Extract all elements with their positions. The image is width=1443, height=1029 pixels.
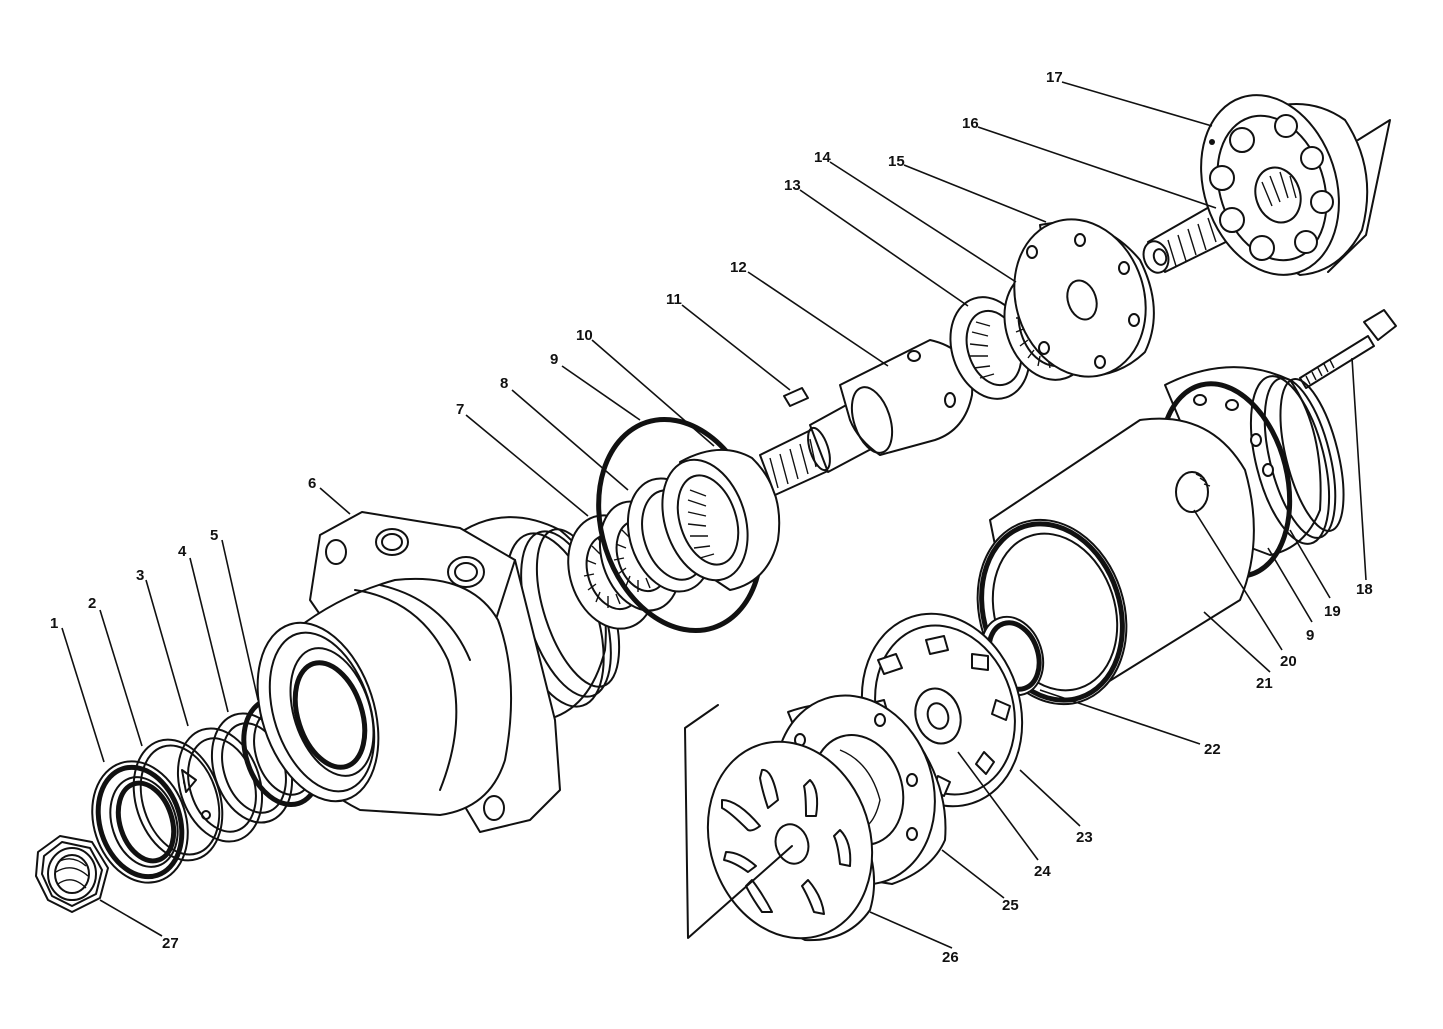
callout-15: 15 — [888, 153, 905, 170]
callout-18: 18 — [1356, 581, 1373, 598]
callout-11: 11 — [666, 291, 682, 308]
part-output-shaft — [759, 339, 974, 496]
callout-25: 25 — [1002, 897, 1019, 914]
callout-5: 5 — [210, 527, 218, 544]
callout-numbers: 1 2 3 4 5 6 7 8 9 10 11 12 13 14 15 16 1… — [50, 69, 1373, 966]
callout-16: 16 — [962, 115, 979, 132]
callout-23: 23 — [1076, 829, 1093, 846]
callout-3: 3 — [136, 567, 144, 584]
callout-17: 17 — [1046, 69, 1063, 86]
callout-6: 6 — [308, 475, 316, 492]
callout-19: 19 — [1324, 603, 1341, 620]
callout-9b: 9 — [1306, 627, 1314, 644]
callout-22: 22 — [1204, 741, 1221, 758]
callout-13: 13 — [784, 177, 801, 194]
callout-8: 8 — [500, 375, 508, 392]
callout-9: 9 — [550, 351, 558, 368]
callout-4: 4 — [178, 543, 187, 560]
callout-7: 7 — [456, 401, 464, 418]
leader-lines — [61, 81, 1367, 949]
part-cylinder-block — [1200, 94, 1391, 276]
part-housing — [256, 511, 621, 833]
callout-14: 14 — [814, 149, 831, 166]
callout-12: 12 — [730, 259, 747, 276]
callout-26: 26 — [942, 949, 959, 966]
part-hex-nut — [35, 835, 109, 913]
part-key — [783, 387, 809, 407]
callout-2: 2 — [88, 595, 96, 612]
part-bolt — [1299, 309, 1397, 389]
callout-20: 20 — [1280, 653, 1297, 670]
callout-24: 24 — [1034, 863, 1051, 880]
callout-10: 10 — [576, 327, 593, 344]
part-end-cap — [1164, 366, 1345, 556]
part-end-plate — [684, 704, 876, 942]
callout-1: 1 — [50, 615, 58, 632]
callout-21: 21 — [1256, 675, 1273, 692]
callout-27: 27 — [162, 935, 179, 952]
part-flange-plate — [1013, 218, 1155, 378]
part-bearing-carrier — [661, 448, 781, 591]
